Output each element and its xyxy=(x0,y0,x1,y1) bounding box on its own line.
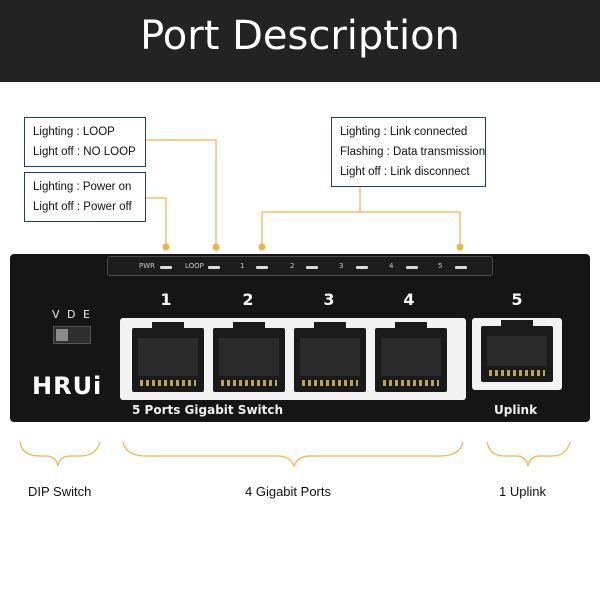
port5-led-dot xyxy=(456,243,464,251)
dip-switch[interactable] xyxy=(53,326,91,344)
brand-logo: HRUi xyxy=(32,372,103,400)
port-number-3: 3 xyxy=(323,290,335,309)
port-number-5: 5 xyxy=(511,290,523,309)
led-loop xyxy=(208,266,220,269)
link-leader-line xyxy=(261,187,461,244)
dip-label-e: E xyxy=(83,308,90,321)
port-number-1: 1 xyxy=(160,290,172,309)
dip-switch-label: DIP Switch xyxy=(28,484,92,499)
power-callout: Lighting : Power on Light off : Power of… xyxy=(24,172,146,222)
link-callout: Lighting : Link connected Flashing : Dat… xyxy=(331,117,486,187)
led-3 xyxy=(356,266,368,269)
port-number-4: 4 xyxy=(403,290,415,309)
led-panel xyxy=(107,256,493,276)
loop-lighting-text: Lighting : LOOP xyxy=(33,126,115,138)
link-off-text: Light off : Link disconnect xyxy=(340,166,470,178)
led-label-3: 3 xyxy=(339,262,344,270)
link-lighting-text: Lighting : Link connected xyxy=(340,126,468,138)
rj45-port-4[interactable] xyxy=(375,322,447,392)
rj45-port-3[interactable] xyxy=(294,322,366,392)
power-lighting-text: Lighting : Power on xyxy=(33,181,132,193)
dip-brace xyxy=(19,441,101,467)
dip-label-v: V xyxy=(52,308,60,321)
power-led-dot xyxy=(162,243,170,251)
led-1 xyxy=(256,266,268,269)
led-label-2: 2 xyxy=(290,262,295,270)
switch-caption: 5 Ports Gigabit Switch xyxy=(132,403,284,417)
gigabit-brace xyxy=(122,441,464,468)
rj45-port-1[interactable] xyxy=(132,322,204,392)
port-number-2: 2 xyxy=(242,290,254,309)
loop-led-dot xyxy=(212,243,220,251)
rj45-port-2[interactable] xyxy=(213,322,285,392)
port1-led-dot xyxy=(258,243,266,251)
led-5 xyxy=(455,266,467,269)
page-title: Port Description xyxy=(140,13,460,59)
loop-off-text: Light off : NO LOOP xyxy=(33,146,136,158)
led-4 xyxy=(406,266,418,269)
led-label-pwr: PWR xyxy=(139,262,156,270)
led-label-4: 4 xyxy=(389,262,394,270)
uplink-caption: Uplink xyxy=(494,403,538,417)
uplink-brace xyxy=(486,441,571,467)
title-banner: Port Description xyxy=(0,0,600,82)
loop-leader-line xyxy=(146,139,217,244)
led-label-loop: LOOP xyxy=(185,262,204,270)
dip-label-d: D xyxy=(67,308,76,321)
led-label-1: 1 xyxy=(240,262,245,270)
led-label-5: 5 xyxy=(438,262,443,270)
rj45-port-5[interactable] xyxy=(481,320,553,382)
loop-callout: Lighting : LOOP Light off : NO LOOP xyxy=(24,117,146,167)
power-off-text: Light off : Power off xyxy=(33,201,132,213)
dip-switch-knob xyxy=(56,329,68,341)
uplink-label: 1 Uplink xyxy=(499,484,546,499)
gigabit-ports-label: 4 Gigabit Ports xyxy=(245,484,331,499)
link-flashing-text: Flashing : Data transmission xyxy=(340,146,486,158)
led-2 xyxy=(306,266,318,269)
led-pwr xyxy=(160,266,172,269)
power-leader-line xyxy=(146,197,167,244)
